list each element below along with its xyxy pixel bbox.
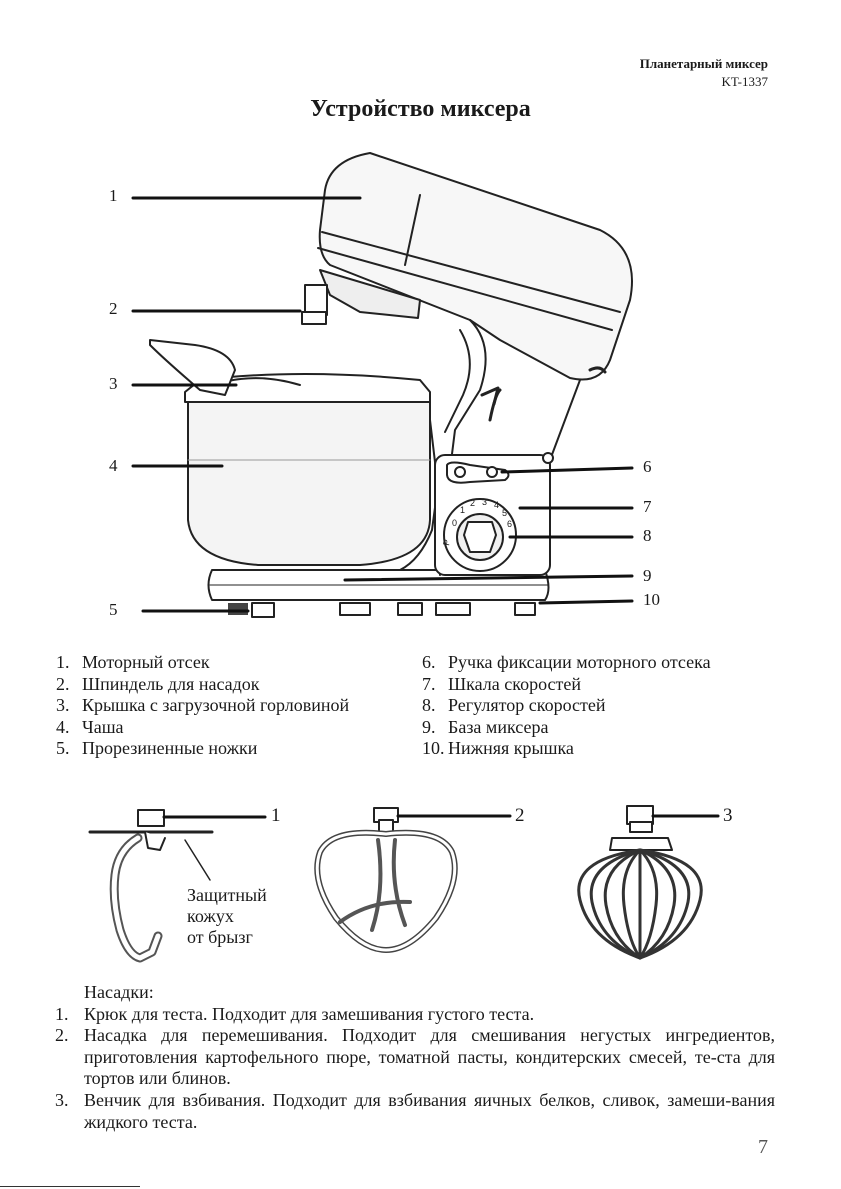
- flat-beater: [314, 807, 458, 953]
- callout-8: 8: [643, 526, 652, 545]
- dial-label: 3: [482, 497, 487, 507]
- legend-item: 6.Ручка фиксации моторного отсека: [422, 652, 711, 672]
- motor-head: [318, 152, 633, 381]
- legend-item: 8.Регулятор скоростей: [422, 695, 606, 715]
- spindle: [319, 269, 421, 319]
- dial-label: 1: [460, 505, 465, 515]
- legend-item: 10.Нижняя крышка: [422, 738, 574, 758]
- rubber-foot: [339, 602, 371, 616]
- attachments-diagram: [88, 805, 720, 963]
- page-number: 7: [758, 1136, 768, 1158]
- dial-label: 2: [470, 498, 475, 508]
- splash-guard-caption: Защитный кожух от брызг: [187, 885, 267, 947]
- dial-label: 5: [502, 508, 507, 518]
- legend-item: 9.База миксера: [422, 716, 549, 737]
- rubber-foot: [435, 602, 471, 616]
- bowl: [187, 401, 431, 566]
- description-item: 1.Крюк для теста. Подходит для замешиван…: [55, 1003, 535, 1024]
- attachments-description: Насадки: 1.Крюк для теста. Подходит для …: [55, 982, 775, 1133]
- whisk: [577, 805, 703, 960]
- attachment-callout-3: 3: [723, 805, 733, 826]
- rubber-foot: [251, 602, 275, 618]
- description-item: 3.Венчик для взбивания. Подходит для взб…: [55, 1089, 775, 1132]
- dial-label: 0: [452, 518, 457, 528]
- callout-5: 5: [109, 600, 118, 619]
- attachment-callout-2: 2: [515, 805, 525, 826]
- callout-4: 4: [109, 456, 118, 475]
- legend-item: 4.Чаша: [56, 716, 124, 737]
- rubber-foot: [228, 603, 248, 615]
- callout-1: 1: [109, 186, 118, 205]
- dough-hook: [88, 809, 214, 963]
- callout-9: 9: [643, 566, 652, 585]
- legend-item: 2.Шпиндель для насадок: [56, 673, 260, 694]
- legend-item: 1.Моторный отсек: [56, 652, 210, 672]
- attachments-heading: Насадки:: [84, 982, 154, 1002]
- callout-7: 7: [643, 497, 652, 516]
- rubber-foot: [397, 602, 423, 616]
- parts-legend-left: 1.Моторный отсек 2.Шпиндель для насадок …: [56, 652, 349, 760]
- page-title: Устройство миксера: [310, 96, 531, 122]
- legend-item: 3.Крышка с загрузочной горловиной: [56, 695, 350, 715]
- callout-3: 3: [109, 374, 118, 393]
- leader-line-6: [500, 466, 634, 474]
- leader-line-10: [538, 599, 634, 605]
- pouring-chute: [149, 339, 236, 396]
- rubber-foot: [514, 602, 536, 616]
- bottom-rule: [0, 1186, 140, 1187]
- dial-label: P: [441, 539, 452, 547]
- description-item: 2.Насадка для перемешивания. Подходит дл…: [55, 1025, 775, 1089]
- product-title: Планетарный миксер: [639, 56, 768, 71]
- product-model-code: KT-1337: [721, 74, 768, 89]
- callout-6: 6: [643, 457, 652, 476]
- callout-10: 10: [643, 590, 660, 609]
- legend-item: 7.Шкала скоростей: [422, 673, 581, 694]
- callout-2: 2: [109, 299, 118, 318]
- parts-legend-right: 6.Ручка фиксации моторного отсека 7.Шкал…: [422, 652, 711, 760]
- legend-item: 5.Прорезиненные ножки: [56, 738, 258, 758]
- dial-label: 4: [494, 500, 499, 510]
- attachment-callout-1: 1: [271, 805, 281, 826]
- dial-label: 6: [507, 519, 512, 529]
- mixer-diagram: P 0 1 2 3 4 5 6: [131, 152, 634, 618]
- leader-line-9: [343, 574, 634, 582]
